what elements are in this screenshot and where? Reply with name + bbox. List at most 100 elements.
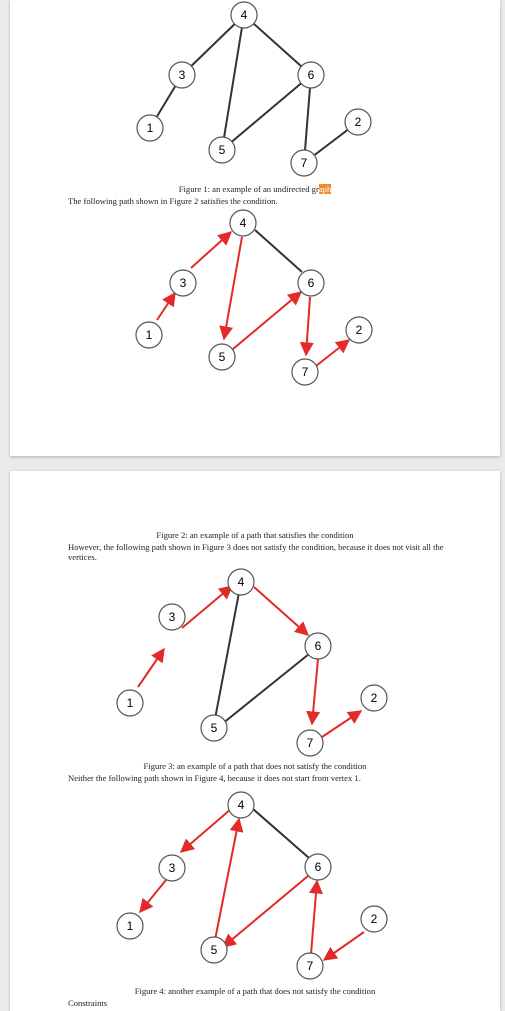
path-1-3: [137, 647, 165, 688]
edge-4-5: [221, 14, 245, 151]
constraints-heading: Constraints: [68, 998, 108, 1008]
svg-text:4: 4: [238, 575, 245, 589]
path-2-7: [322, 931, 365, 961]
svg-text:4: 4: [240, 216, 247, 230]
figure-2-edges: [156, 229, 351, 367]
figure-4-node-7: 7: [296, 952, 324, 980]
svg-text:5: 5: [219, 350, 226, 364]
figure-1-node-3: 3: [168, 61, 196, 89]
figure-1-node-4: 4: [230, 1, 258, 29]
figure-1-node-5: 5: [208, 136, 236, 164]
path-7-2: [321, 710, 363, 738]
figure-3-caption: Figure 3: an example of a path that does…: [143, 761, 367, 771]
svg-text:2: 2: [371, 691, 378, 705]
document-page-1: 1 3 4 5 6 7 2 Figure 1: an example of an…: [10, 0, 500, 456]
figure-4-graph: 1 3 4 5 6 7 2: [116, 791, 388, 980]
svg-text:1: 1: [127, 696, 134, 710]
edge-5-6: [221, 653, 310, 725]
edge-3-4: [181, 14, 245, 76]
figure-4-edges: [139, 808, 365, 961]
figure-4-node-2: 2: [360, 905, 388, 933]
figure-4-node-1: 1: [116, 912, 144, 940]
svg-text:2: 2: [371, 912, 378, 926]
figure-1-node-2: 2: [344, 108, 372, 136]
svg-text:4: 4: [241, 8, 248, 22]
svg-text:5: 5: [211, 943, 218, 957]
svg-text:3: 3: [180, 276, 187, 290]
document-page-2: Figure 2: an example of a path that sati…: [10, 471, 500, 1011]
figure-3-node-7: 7: [296, 729, 324, 757]
svg-text:5: 5: [219, 143, 226, 157]
figure-2-node-6: 6: [297, 269, 325, 297]
path-7-6: [308, 879, 323, 955]
figure-1-graph: 1 3 4 5 6 7 2: [136, 1, 372, 177]
svg-text:7: 7: [307, 736, 314, 750]
path-4-5: [219, 236, 243, 341]
figure-4-node-5: 5: [200, 936, 228, 964]
figure-1-node-7: 7: [290, 149, 318, 177]
figure-2-graph: 1 3 4 5 6 7 2: [135, 209, 373, 386]
edge-4-6: [252, 808, 310, 859]
figure-3-node-4: 4: [227, 568, 255, 596]
svg-text:5: 5: [211, 721, 218, 735]
figure-3-node-3: 3: [158, 603, 186, 631]
path-3-4: [190, 231, 233, 269]
figure-3-node-1: 1: [116, 689, 144, 717]
figure-2-node-7: 7: [291, 358, 319, 386]
highlighted-text: aph: [318, 184, 332, 194]
path-6-5: [221, 875, 309, 948]
path-4-3: [179, 808, 232, 853]
path-6-7: [306, 658, 321, 726]
svg-text:1: 1: [127, 919, 134, 933]
path-3-1: [139, 879, 167, 914]
svg-text:6: 6: [315, 639, 322, 653]
figure-2-caption: Figure 2: an example of a path that sati…: [156, 530, 354, 540]
edge-4-5: [214, 581, 242, 720]
svg-text:2: 2: [356, 323, 363, 337]
path-1-3: [156, 291, 176, 321]
figure-1-caption-text: Figure 1: an example of an undirected gr: [178, 184, 319, 194]
edge-5-6: [221, 74, 312, 151]
paragraph-1: The following path shown in Figure 2 sat…: [68, 196, 278, 206]
path-3-4: [181, 585, 234, 629]
svg-text:3: 3: [179, 68, 186, 82]
svg-text:6: 6: [308, 276, 315, 290]
figure-3-edges: [137, 581, 363, 738]
svg-text:1: 1: [147, 121, 154, 135]
path-6-7: [299, 296, 314, 357]
figure-2-node-1: 1: [135, 321, 163, 349]
edge-4-6: [243, 14, 312, 76]
edge-6-7: [303, 74, 312, 164]
paragraph-3: Neither the following path shown in Figu…: [68, 773, 361, 783]
figure-3-node-2: 2: [360, 684, 388, 712]
path-5-4: [214, 817, 244, 941]
svg-text:6: 6: [315, 860, 322, 874]
paragraph-2: However, the following path shown in Fig…: [68, 542, 444, 562]
figure-2-node-5: 5: [208, 343, 236, 371]
edge-4-6: [254, 229, 303, 273]
figure-3-node-6: 6: [304, 632, 332, 660]
figure-2-node-2: 2: [345, 316, 373, 344]
svg-text:7: 7: [307, 959, 314, 973]
figure-4-node-3: 3: [158, 854, 186, 882]
svg-text:7: 7: [302, 365, 309, 379]
figure-1-caption: Figure 1: an example of an undirected gr…: [10, 184, 500, 194]
figure-4-node-6: 6: [304, 853, 332, 881]
svg-text:3: 3: [169, 610, 176, 624]
figure-3-node-5: 5: [200, 714, 228, 742]
svg-text:6: 6: [308, 68, 315, 82]
figure-2-node-3: 3: [169, 269, 197, 297]
path-4-6: [253, 586, 310, 636]
path-7-2: [315, 339, 351, 367]
svg-text:1: 1: [146, 328, 153, 342]
svg-text:3: 3: [169, 861, 176, 875]
figure-2-node-4: 4: [229, 209, 257, 237]
figure-1-node-1: 1: [136, 114, 164, 142]
svg-text:2: 2: [355, 115, 362, 129]
figure-4-node-4: 4: [227, 791, 255, 819]
figure-1-node-6: 6: [297, 61, 325, 89]
figure-3-graph: 1 3 4 5 6 7 2: [116, 568, 388, 757]
figure-4-caption: Figure 4: another example of a path that…: [134, 986, 376, 996]
svg-text:7: 7: [301, 156, 308, 170]
path-5-6: [232, 291, 303, 350]
